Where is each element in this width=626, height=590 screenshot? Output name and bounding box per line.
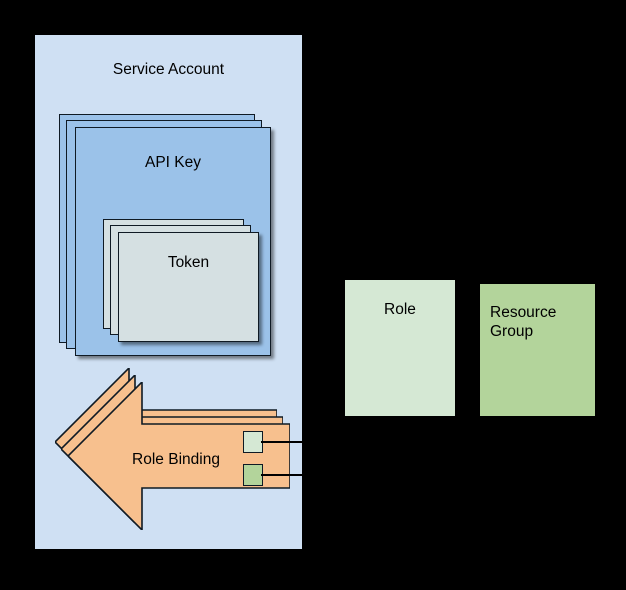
role-binding-port-role[interactable] — [243, 431, 263, 453]
resource-group-box[interactable] — [480, 284, 595, 416]
role-binding-port-resource-group[interactable] — [243, 464, 263, 486]
token-card[interactable] — [118, 232, 259, 342]
connector-role-binding-to-role — [261, 441, 355, 444]
role-box[interactable] — [345, 280, 455, 416]
role-binding-arrow[interactable] — [68, 382, 290, 530]
connector-role-binding-to-resource-group — [261, 474, 490, 477]
